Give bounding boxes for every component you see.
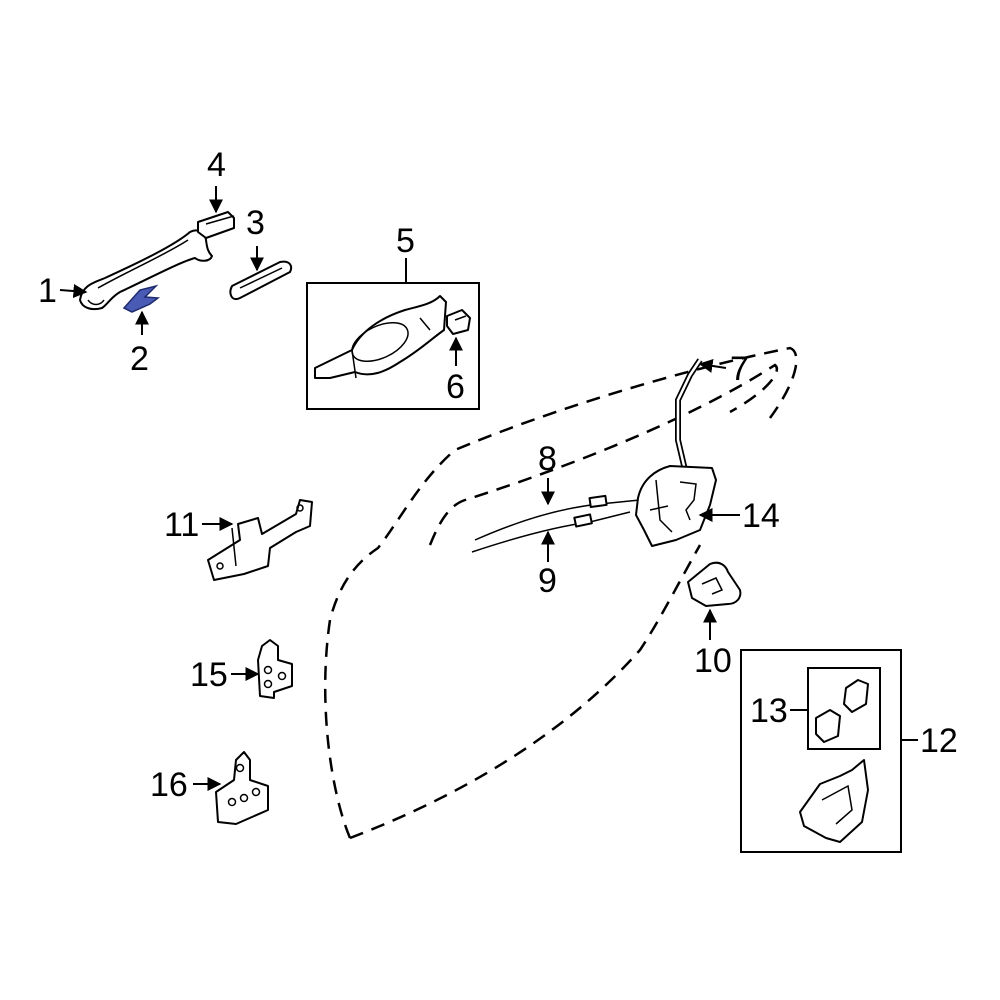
callout-14: 14 bbox=[742, 497, 780, 535]
callout-6: 6 bbox=[446, 368, 465, 406]
part-12-box bbox=[740, 649, 902, 853]
part-5-box bbox=[306, 282, 480, 410]
door-striker[interactable] bbox=[687, 561, 742, 607]
upper-hinge[interactable] bbox=[257, 639, 293, 699]
latch-assembly[interactable] bbox=[799, 759, 869, 843]
callout-12: 12 bbox=[920, 722, 958, 760]
door-outline bbox=[323, 346, 798, 840]
callout-3: 3 bbox=[246, 204, 265, 242]
lock-rod[interactable] bbox=[675, 358, 703, 471]
callout-2: 2 bbox=[130, 340, 149, 378]
callout-10: 10 bbox=[694, 642, 732, 680]
inside-handle-cable[interactable] bbox=[474, 494, 641, 541]
handle-cap[interactable] bbox=[229, 260, 293, 300]
handle-frame[interactable] bbox=[314, 295, 447, 379]
door-check[interactable] bbox=[207, 499, 313, 581]
lock-bumpers[interactable] bbox=[815, 679, 869, 743]
handle-gasket-highlighted[interactable] bbox=[122, 284, 161, 313]
key-cylinder-cover[interactable] bbox=[197, 211, 235, 239]
lower-hinge[interactable] bbox=[215, 751, 269, 825]
callout-4: 4 bbox=[207, 146, 226, 184]
callout-16: 16 bbox=[150, 766, 188, 804]
callout-7: 7 bbox=[730, 350, 749, 388]
callout-8: 8 bbox=[538, 440, 557, 478]
outer-door-handle[interactable] bbox=[79, 229, 213, 311]
callout-labels: 1 2 3 4 5 6 7 8 9 10 11 12 13 14 15 16 bbox=[38, 146, 958, 804]
callout-5: 5 bbox=[396, 222, 415, 260]
door-latch-actuator[interactable] bbox=[635, 465, 717, 547]
callout-13: 13 bbox=[750, 692, 788, 730]
frame-clip[interactable] bbox=[446, 309, 471, 335]
callout-15: 15 bbox=[190, 656, 228, 694]
callout-1: 1 bbox=[38, 272, 57, 310]
part-13-box bbox=[807, 667, 881, 750]
callout-11: 11 bbox=[164, 506, 199, 544]
leader-lines bbox=[59, 186, 918, 791]
callout-9: 9 bbox=[538, 562, 557, 600]
